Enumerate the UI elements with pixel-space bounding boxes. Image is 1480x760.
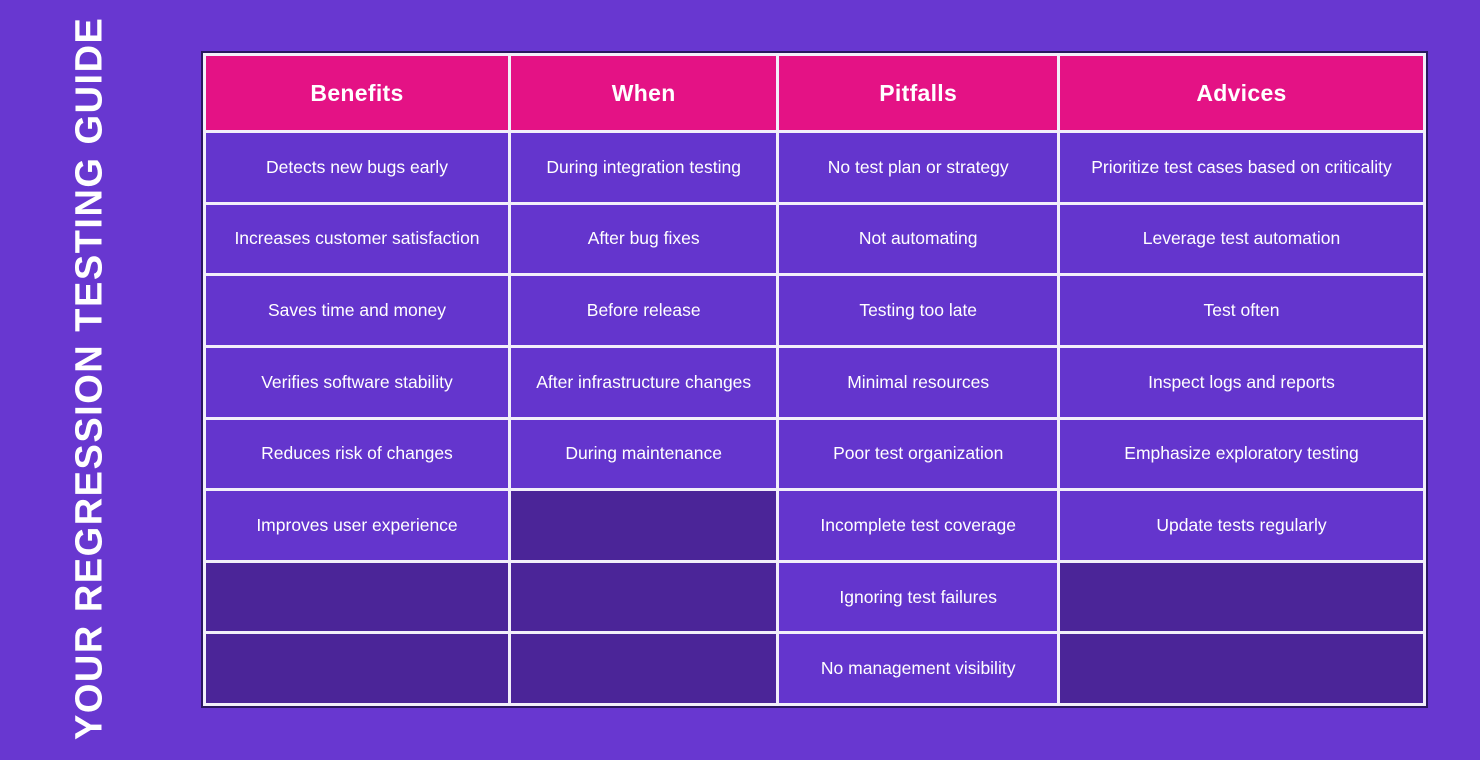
- table-cell: Testing too late: [776, 273, 1060, 348]
- table-cell-empty: [1056, 559, 1427, 635]
- table-cell: Prioritize test cases based on criticali…: [1056, 130, 1427, 205]
- table-row: Ignoring test failures: [203, 559, 1427, 635]
- table-cell: During maintenance: [507, 416, 780, 492]
- table-cell: Inspect logs and reports: [1056, 344, 1427, 420]
- table-cell: After infrastructure changes: [507, 344, 780, 420]
- table-cell: Improves user experience: [203, 488, 511, 563]
- column-header-pitfalls: Pitfalls: [776, 53, 1060, 133]
- table-cell-empty: [203, 559, 511, 635]
- table-cell: Ignoring test failures: [776, 559, 1060, 635]
- table-cell: After bug fixes: [507, 201, 780, 277]
- table-cell: Leverage test automation: [1056, 201, 1427, 277]
- table-cell: Increases customer satisfaction: [203, 201, 511, 277]
- column-header-advices: Advices: [1056, 53, 1427, 133]
- page-title: YOUR REGRESSION TESTING GUIDE: [68, 16, 111, 740]
- table-cell: Test often: [1056, 273, 1427, 348]
- table-cell: Reduces risk of changes: [203, 416, 511, 492]
- table-cell-empty: [1056, 631, 1427, 706]
- table-row: No management visibility: [203, 631, 1427, 706]
- table-cell-empty: [507, 488, 780, 563]
- table-cell: Emphasize exploratory testing: [1056, 416, 1427, 492]
- table-cell-empty: [203, 631, 511, 706]
- table-cell: No management visibility: [776, 631, 1060, 706]
- table-cell: Not automating: [776, 201, 1060, 277]
- table-cell: Poor test organization: [776, 416, 1060, 492]
- table-cell: Verifies software stability: [203, 344, 511, 420]
- table-cell-empty: [507, 631, 780, 706]
- table-cell: Detects new bugs early: [203, 130, 511, 205]
- column-header-when: When: [507, 53, 780, 133]
- table-cell: During integration testing: [507, 130, 780, 205]
- table-cell: Before release: [507, 273, 780, 348]
- table-cell: Minimal resources: [776, 344, 1060, 420]
- table-cell: Incomplete test coverage: [776, 488, 1060, 563]
- table-cell: Saves time and money: [203, 273, 511, 348]
- table-cell: No test plan or strategy: [776, 130, 1060, 205]
- table-cell: Update tests regularly: [1056, 488, 1427, 563]
- table-cell-empty: [507, 559, 780, 635]
- table-row: Improves user experience Incomplete test …: [203, 488, 1427, 563]
- column-header-benefits: Benefits: [203, 53, 511, 133]
